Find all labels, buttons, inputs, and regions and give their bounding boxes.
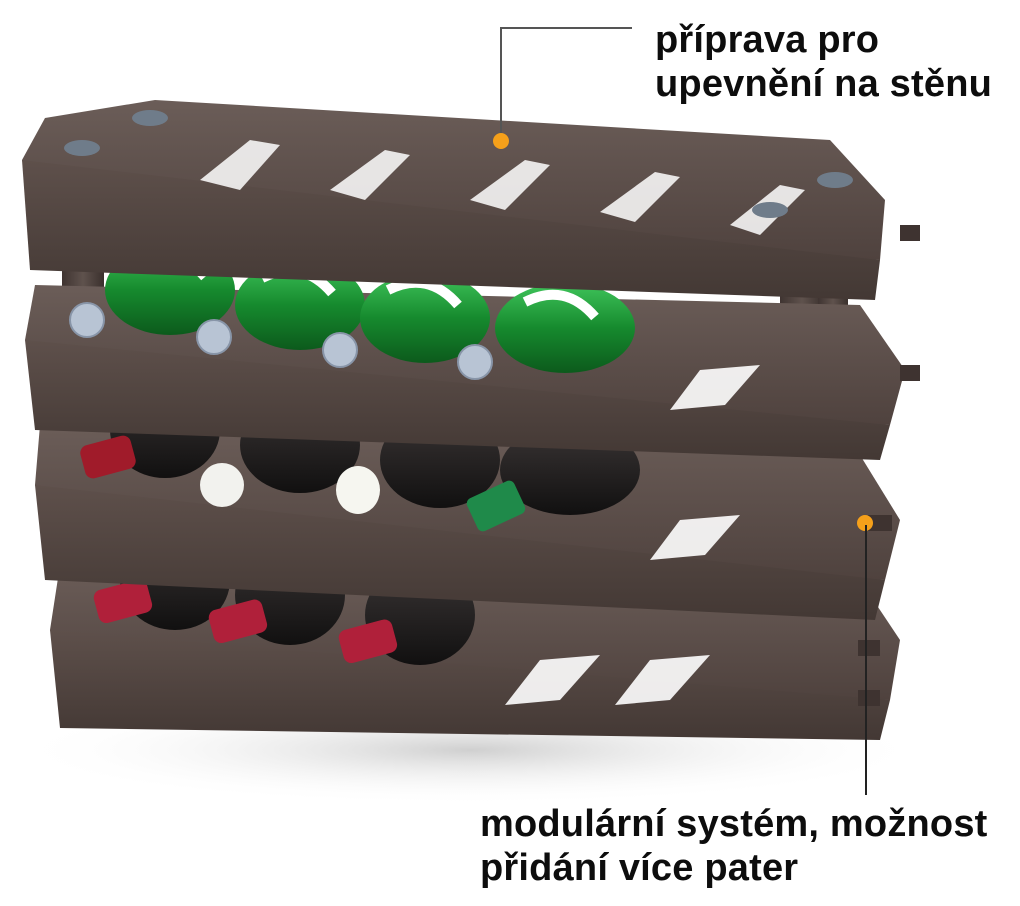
callout-wall-mount: příprava pro upevnění na stěnu — [655, 18, 992, 106]
callout-text: příprava pro — [655, 19, 880, 61]
rack-tier-1 — [22, 100, 920, 300]
callout-line — [500, 27, 502, 139]
callout-text: přidání více pater — [480, 847, 799, 889]
callout-marker-dot — [493, 133, 509, 149]
wall-mount-point — [132, 110, 168, 126]
wall-mount-point — [64, 140, 100, 156]
callout-marker-dot — [857, 515, 873, 531]
callout-modular: modulární systém, možnost přidání více p… — [480, 802, 988, 890]
callout-text: modulární systém, možnost — [480, 803, 988, 845]
callout-line — [500, 27, 632, 29]
wall-mount-point — [817, 172, 853, 188]
water-bottle — [457, 283, 635, 380]
rack-tier-2 — [25, 245, 920, 460]
wall-mount-point — [752, 202, 788, 218]
rack-tier-3 — [35, 382, 900, 620]
callout-text: upevnění na stěnu — [655, 63, 993, 105]
callout-line — [865, 525, 867, 795]
